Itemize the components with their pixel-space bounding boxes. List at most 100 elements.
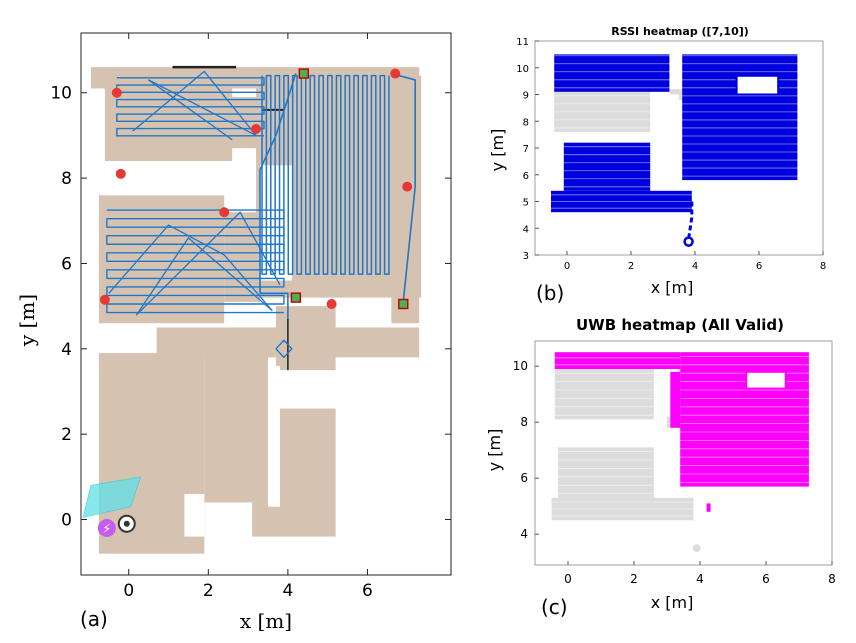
red-marker <box>402 181 413 192</box>
x-tick-label: 8 <box>820 261 826 272</box>
y-tick-label: 9 <box>523 91 529 102</box>
trajectory-path <box>259 73 297 319</box>
rssi-hole <box>735 74 780 96</box>
y-tick-label: 10 <box>50 84 72 104</box>
uwb-magenta-region <box>670 371 681 428</box>
y-tick-label: 6 <box>61 254 72 274</box>
red-marker <box>219 207 230 218</box>
rssi-tail-end <box>683 236 694 247</box>
floor-region <box>224 212 261 302</box>
panel-c-heatmap <box>551 352 809 553</box>
trajectory-path <box>108 211 281 316</box>
panel-b-heatmap <box>551 54 798 247</box>
panel-c: UWB heatmap (All Valid) 0 2 4 6 8 4 6 8 10 x [m]… <box>485 316 836 619</box>
y-tick-label: 8 <box>61 169 72 189</box>
wall-gap <box>267 365 280 507</box>
y-tick-label: 7 <box>523 144 529 155</box>
panel-c-xlabel: x [m] <box>651 593 694 612</box>
green-square-marker <box>398 298 409 310</box>
rssi-blue-region <box>554 54 670 92</box>
x-tick-label: 0 <box>123 581 134 601</box>
uwb-gray-region <box>554 369 654 420</box>
trajectory-path <box>391 72 416 302</box>
x-tick-label: 2 <box>630 572 638 586</box>
uwb-gray-region <box>558 447 654 498</box>
uwb-gray-dot <box>692 544 701 553</box>
panel-a-label: (a) <box>80 607 108 631</box>
x-tick-label: 4 <box>692 261 698 272</box>
y-tick-label: 8 <box>523 117 529 128</box>
x-tick-label: 4 <box>696 572 704 586</box>
trajectory-path <box>116 77 265 137</box>
panel-b-ticks: 0 2 4 6 8 3 4 5 6 7 8 9 10 11 <box>516 37 826 272</box>
x-tick-label: 0 <box>564 572 572 586</box>
y-tick-label: 0 <box>61 511 72 531</box>
panel-c-ylabel: y [m] <box>485 429 504 472</box>
cyan-view-cone <box>82 476 142 518</box>
y-tick-label: 6 <box>520 471 528 485</box>
trajectory-path <box>275 339 293 359</box>
y-tick-label: 2 <box>61 425 72 445</box>
floorplan-map <box>90 65 422 554</box>
y-tick-label: 8 <box>520 415 528 429</box>
red-marker <box>251 124 262 135</box>
x-tick-label: 6 <box>756 261 762 272</box>
x-tick-label: 6 <box>762 572 770 586</box>
panel-a-markers: ⚡ <box>82 68 413 538</box>
y-tick-label: 6 <box>523 171 529 182</box>
y-tick-label: 4 <box>520 527 528 541</box>
panel-a: ⚡ 0 2 4 6 0 2 4 6 8 10 x [m] y [m] (a) <box>15 32 452 633</box>
red-marker <box>111 87 122 98</box>
panel-b-title: RSSI heatmap ([7,10]) <box>611 25 749 38</box>
rssi-hole <box>653 94 679 170</box>
panel-a-ylabel: y [m] <box>15 294 39 347</box>
floor-region <box>98 195 225 324</box>
panel-a-xlabel: x [m] <box>240 609 292 633</box>
panel-b: RSSI heatmap ([7,10]) 0 2 4 6 8 3 4 5 6 7 8 9 10 11 x… <box>488 25 826 305</box>
panel-a-ticks: 0 2 4 6 0 2 4 6 8 10 <box>50 33 451 601</box>
red-marker <box>115 168 126 179</box>
wall-gap <box>232 148 257 164</box>
y-tick-label: 11 <box>516 37 529 48</box>
rssi-tail <box>687 201 694 240</box>
y-tick-label: 4 <box>61 340 72 360</box>
uwb-magenta-region <box>680 352 809 487</box>
y-tick-label: 10 <box>513 359 528 373</box>
trajectory-path <box>261 74 390 275</box>
panel-b-label: (b) <box>536 281 564 305</box>
red-marker <box>390 68 401 79</box>
charging-icon <box>97 519 116 538</box>
rssi-blue-region <box>682 54 798 181</box>
y-tick-label: 3 <box>523 251 529 262</box>
green-square-marker <box>298 68 309 79</box>
trajectory-path <box>132 70 257 141</box>
y-tick-label: 4 <box>523 224 529 235</box>
x-tick-label: 0 <box>564 261 570 272</box>
y-tick-label: 5 <box>523 198 529 209</box>
uwb-hole <box>745 370 787 390</box>
robot-dock-center <box>123 520 130 527</box>
floor-region <box>252 408 336 537</box>
panel-c-label: (c) <box>541 595 568 619</box>
panel-b-xlabel: x [m] <box>651 278 694 297</box>
red-marker <box>326 299 337 309</box>
panel-c-ticks: 0 2 4 6 8 4 6 8 10 <box>513 359 836 586</box>
wall-gap <box>100 161 257 196</box>
y-tick-label: 10 <box>516 64 529 75</box>
lightning-icon: ⚡ <box>102 522 111 537</box>
x-tick-label: 2 <box>203 581 214 601</box>
x-tick-label: 2 <box>628 261 634 272</box>
wall-gap <box>260 165 292 281</box>
x-tick-label: 4 <box>282 581 293 601</box>
rssi-blue-region <box>563 142 651 191</box>
x-tick-label: 6 <box>362 581 373 601</box>
panel-b-ylabel: y [m] <box>488 129 507 172</box>
uwb-magenta-tail <box>706 503 711 512</box>
wall-gap <box>184 493 205 537</box>
panel-c-title: UWB heatmap (All Valid) <box>576 316 784 334</box>
x-tick-label: 8 <box>828 572 836 586</box>
red-marker <box>99 294 110 305</box>
green-square-marker <box>290 292 302 303</box>
